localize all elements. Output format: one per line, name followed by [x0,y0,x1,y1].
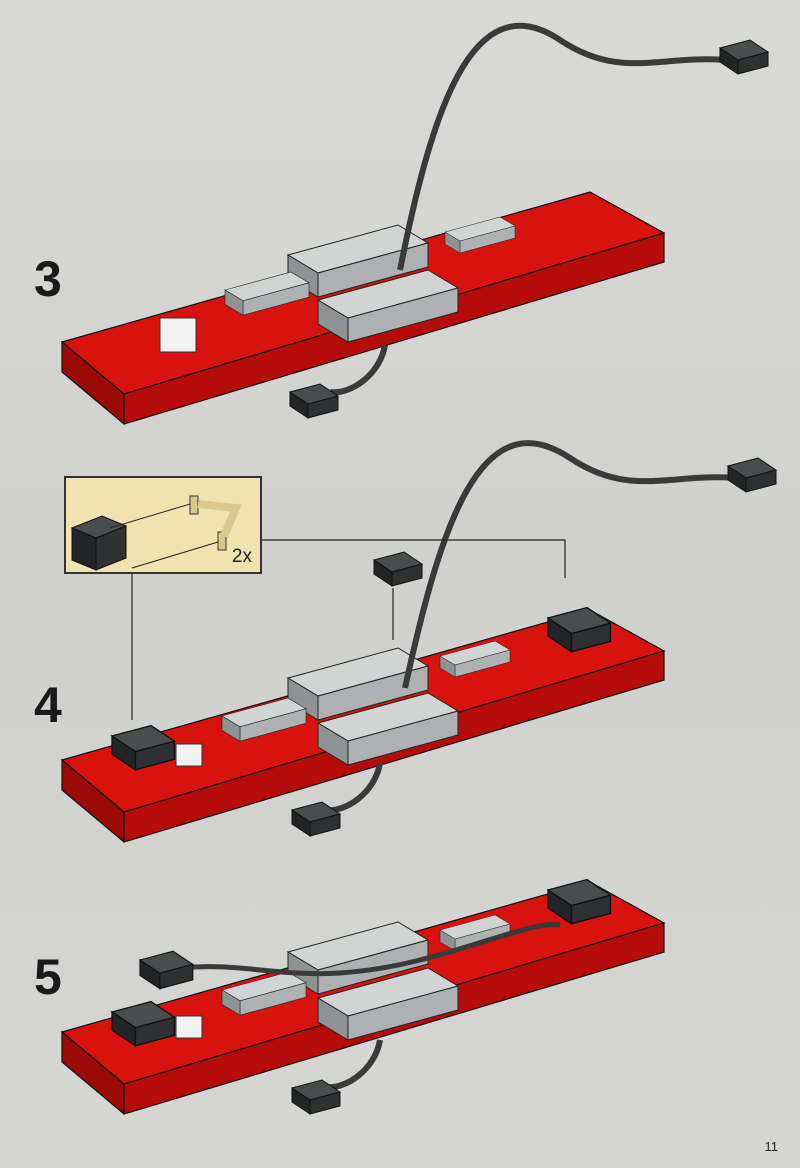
sub-assembly-callout: 2x [64,476,262,574]
step-3-model [61,22,769,425]
sub-assembly-illustration [70,495,242,571]
step-number-4: 4 [34,677,62,733]
step-number-3: 3 [34,251,62,307]
step-4-model [61,440,777,843]
quantity-label: 2x [231,546,252,567]
step-number-5: 5 [34,949,62,1005]
callout-arrows [131,539,566,720]
step-5-model [61,878,665,1115]
page-number: 11 [764,1139,779,1154]
